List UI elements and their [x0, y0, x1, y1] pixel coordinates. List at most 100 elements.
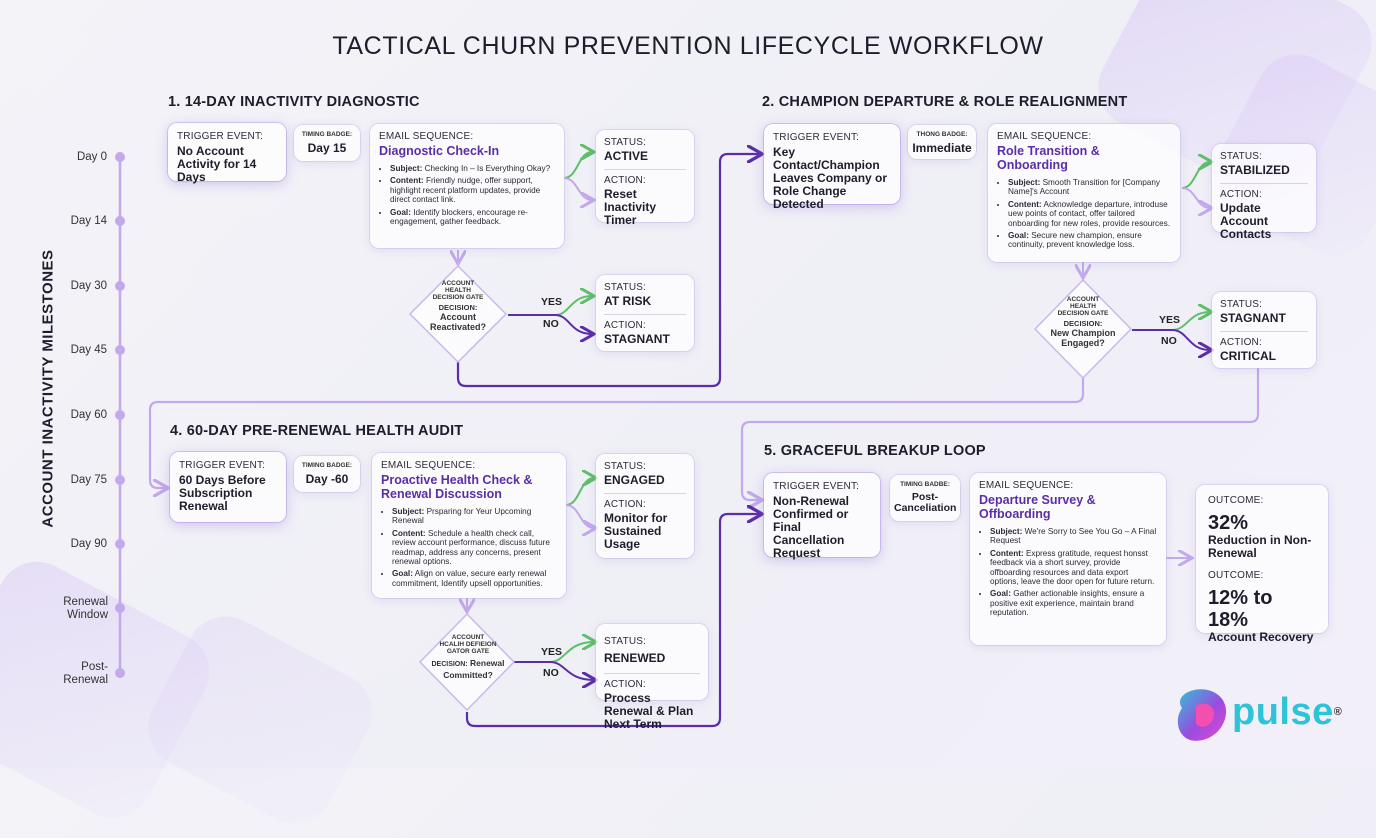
page-title: TACTICAL CHURN PREVENTION LIFECYCLE WORK… [332, 32, 1044, 60]
status-value: AT RISK [604, 294, 652, 308]
timing-badge: TIMING BADBE: Post-Canceliation [890, 475, 960, 521]
status-card: STATUS: RENEWED ACTION: Process Renewal … [596, 624, 708, 731]
timing-badge: TIMING BADGE: Day -60 [294, 456, 360, 492]
email-sequence-card: EMAIL SEQUENCE: Departure Survey & Offbo… [970, 473, 1166, 645]
yes-label: YES [1159, 314, 1181, 326]
yes-label: YES [541, 646, 563, 658]
trigger-label: TRIGGER EVENT: [773, 481, 860, 492]
timeline-tick: Day 30 [70, 280, 107, 292]
timeline-tick: Day 45 [70, 344, 107, 356]
yes-label: YES [541, 296, 563, 308]
no-label: NO [543, 318, 559, 330]
badge-value: Day -60 [305, 472, 349, 486]
email-bullet-content: Content: Acknowledge departure, introdus… [1008, 200, 1171, 228]
connector-lines [118, 0, 1260, 728]
badge-value: Day 15 [307, 141, 347, 155]
outcome-value: 12% to 18% [1208, 587, 1273, 631]
trigger-value: 60 Days Before Subscription Renewal [179, 473, 266, 513]
brand-name: pulse® [1232, 691, 1343, 733]
email-sequence-card: EMAIL SEQUENCE: Role Transition & Onboar… [988, 124, 1180, 262]
badge-label: TIMING BADBE: [900, 481, 950, 488]
trigger-card: TRIGGER EVENT: Non-Renewal Confirmed or … [764, 473, 880, 560]
action-value: Reset Inactivity Timer [604, 187, 657, 227]
timeline-axis-label: ACCOUNT INACTIVITY MILESTONES [39, 249, 57, 528]
email-bullet-goal: Goal: Align on value, secure early renew… [392, 569, 557, 588]
email-title: Proactive Health Check & Renewal Discuss… [381, 473, 533, 501]
email-title: Diagnostic Check-In [379, 144, 500, 158]
no-label: NO [543, 667, 559, 679]
trigger-value: Key Contact/Champion Leaves Company or R… [773, 145, 888, 211]
email-bullet-content: Content: Express gratitude, request hons… [990, 549, 1157, 587]
timeline-dot [115, 410, 125, 420]
outcome-value: 32% [1208, 512, 1249, 534]
trigger-label: TRIGGER EVENT: [177, 131, 264, 142]
timeline-dot [115, 475, 125, 485]
trigger-card: TRIGGER EVENT: 60 Days Before Subscripti… [170, 452, 286, 522]
status-card: STATUS: AT RISK ACTION: STAGNANT [596, 275, 694, 351]
status-value: ENGAGED [604, 473, 665, 487]
badge-label: TIMING BADGE: [301, 131, 353, 138]
email-label: EMAIL SEQUENCE: [979, 480, 1074, 491]
email-bullet-subject: Subject: Smooth Transition for [Company … [1008, 178, 1171, 197]
pulse-logo-icon [1177, 689, 1227, 741]
status-value: STAGNANT [1220, 311, 1286, 325]
trigger-label: TRIGGER EVENT: [179, 460, 266, 471]
badge-label: TIMING BADGE: [301, 462, 353, 469]
timeline-tick: Day 90 [70, 538, 107, 550]
email-title: Role Transition & Onboarding [997, 144, 1100, 172]
timing-badge: THONG BADGE: Immediate [908, 125, 976, 159]
status-value: STABILIZED [1220, 163, 1290, 177]
email-bullet-goal: Goal: Gather actionable insights, ensure… [990, 589, 1157, 617]
section-title-1: 1. 14-DAY INACTIVITY DIAGNOSTIC [168, 94, 420, 110]
timeline-tick: Renewal Window [63, 596, 108, 621]
email-title: Departure Survey & Offboarding [979, 493, 1096, 521]
status-value: RENEWED [604, 651, 666, 665]
decision-gate-diamond [1034, 279, 1132, 379]
badge-value: Post-Canceliation [894, 491, 957, 514]
action-value: Monitor for Sustained Usage [604, 511, 668, 551]
decision-gate-diamond [409, 265, 507, 363]
timeline-dot [115, 668, 125, 678]
trigger-label: TRIGGER EVENT: [773, 132, 860, 143]
outcome-card: OUTCOME: 32% Reduction in Non-Renewal OU… [1196, 485, 1328, 644]
timeline-tick: Post-Renewal [63, 661, 108, 686]
no-label: NO [1161, 335, 1177, 347]
timeline-tick: Day 14 [70, 215, 107, 227]
section-title-2: 2. CHAMPION DEPARTURE & ROLE REALIGNMENT [762, 94, 1128, 110]
trigger-value: Non-Renewal Confirmed or Final Cancellat… [773, 494, 850, 560]
decision-gate-diamond [419, 613, 515, 711]
timeline-dot [115, 152, 125, 162]
email-bullet-content: Content: Friendly nudge, offer support, … [390, 176, 555, 204]
status-card: STATUS: ENGAGED ACTION: Monitor for Sust… [596, 454, 694, 558]
status-card: STATUS: STABILIZED ACTION: Update Accoun… [1212, 144, 1316, 241]
action-value: Update Account Contacts [1220, 201, 1272, 241]
email-label: EMAIL SEQUENCE: [381, 460, 476, 471]
timeline-tick: Day 75 [70, 474, 107, 486]
timeline-dot [115, 281, 125, 291]
email-label: EMAIL SEQUENCE: [997, 131, 1092, 142]
outcome-desc: Account Recovery [1208, 630, 1314, 644]
email-sequence-card: EMAIL SEQUENCE: Proactive Health Check &… [372, 453, 566, 598]
section-title-5: 5. GRACEFUL BREAKUP LOOP [764, 443, 986, 459]
email-sequence-card: EMAIL SEQUENCE: Diagnostic Check-In Subj… [370, 124, 564, 248]
email-bullet-subject: Subject: Checking In – Is Everything Oka… [390, 164, 555, 173]
timeline-tick: Day 60 [70, 409, 107, 421]
action-value: Process Renewal & Plan Next Term [604, 691, 694, 731]
email-bullet-goal: Goal: Identify blockers, encourage re-en… [390, 208, 555, 227]
section-title-4: 4. 60-DAY PRE-RENEWAL HEALTH AUDIT [170, 423, 464, 439]
timeline-tick: Day 0 [76, 151, 107, 163]
timeline-dot [115, 603, 125, 613]
trigger-card: TRIGGER EVENT: No Account Activity for 1… [168, 123, 286, 184]
action-value: CRITICAL [1220, 349, 1276, 363]
status-card: STATUS: ACTIVE ACTION: Reset Inactivity … [596, 130, 694, 227]
status-card: STATUS: STAGNANT ACTION: CRITICAL [1212, 292, 1316, 368]
email-bullet-content: Content: Schedule a health check call, r… [392, 529, 557, 567]
badge-value: Immediate [912, 141, 972, 155]
timeline-dot [115, 345, 125, 355]
timeline-dot [115, 539, 125, 549]
email-bullet-subject: Subject: Prsparing for Yeur Upcoming Ren… [392, 507, 557, 526]
outcome-desc: Reduction in Non-Renewal [1208, 533, 1312, 560]
trigger-value: No Account Activity for 14 Days [177, 144, 257, 184]
